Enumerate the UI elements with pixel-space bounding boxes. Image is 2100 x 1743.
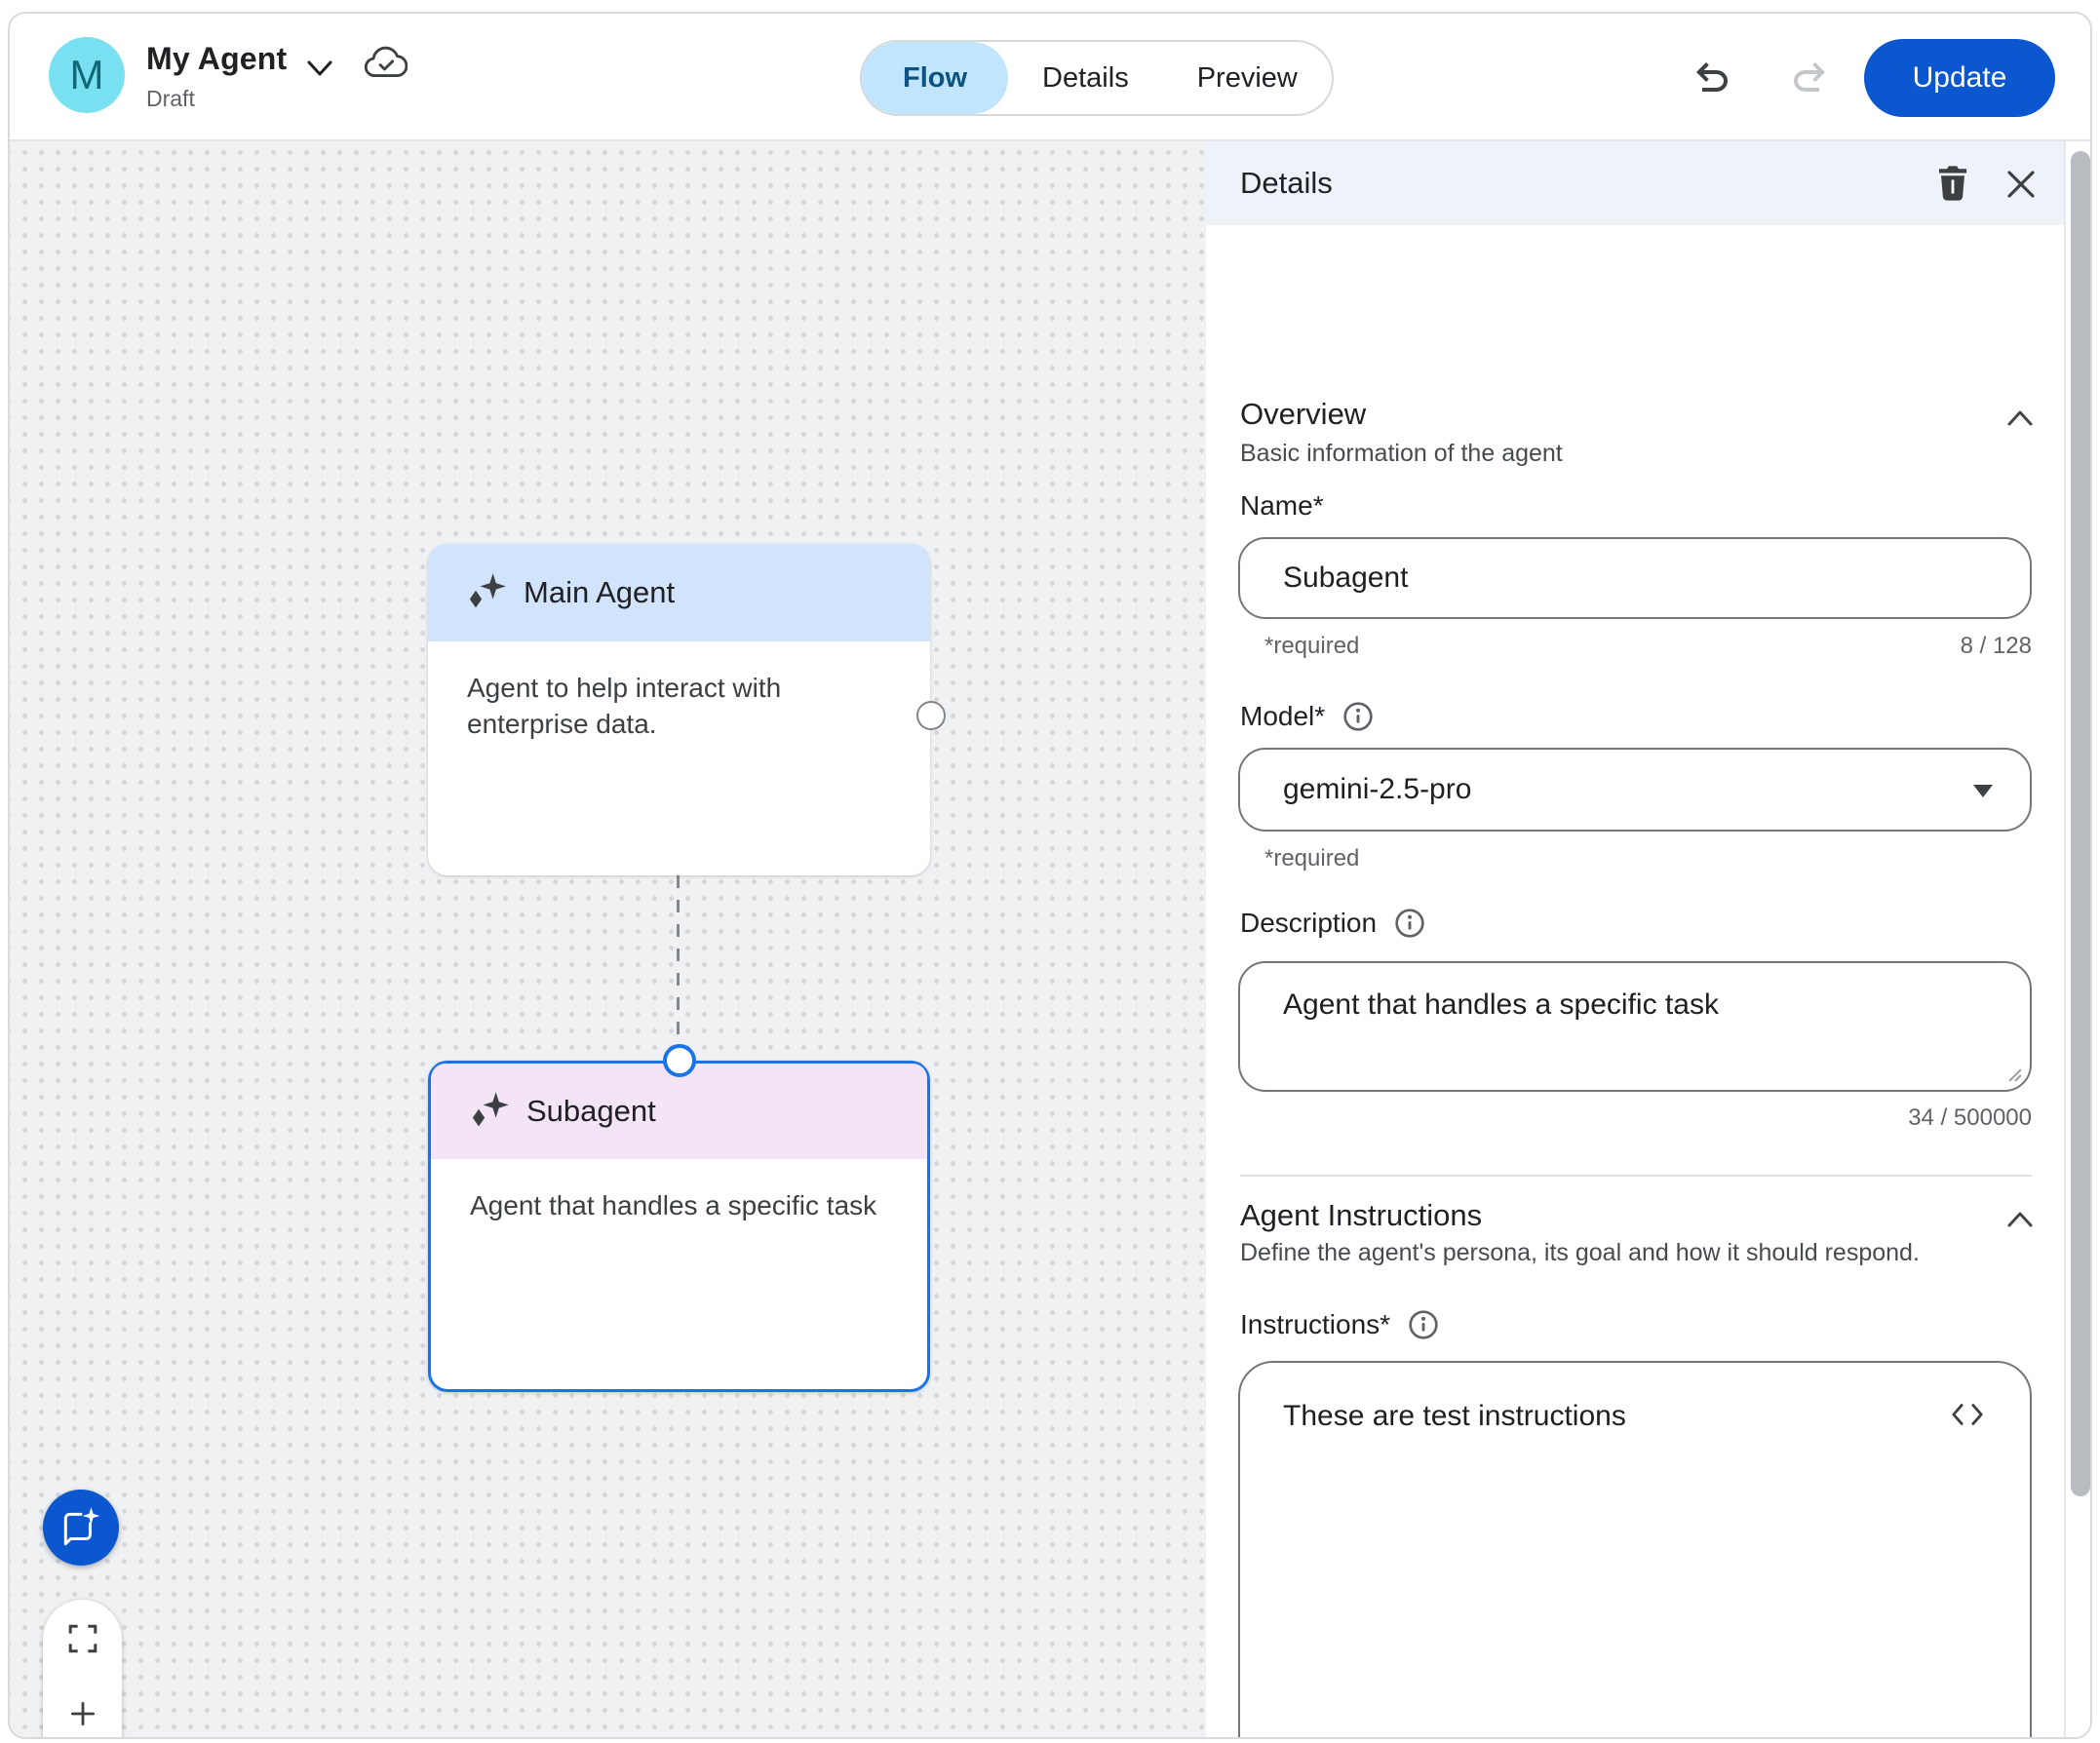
name-counter: 8 / 128 bbox=[1960, 633, 2032, 659]
description-counter: 34 / 500000 bbox=[1908, 1104, 2032, 1131]
overview-heading: Overview bbox=[1240, 397, 1367, 431]
node-description-text: Agent that handles a specific task bbox=[470, 1190, 877, 1220]
section-divider bbox=[1240, 1175, 2032, 1177]
instructions-value: These are test instructions bbox=[1283, 1400, 1626, 1432]
input-port[interactable] bbox=[663, 1044, 696, 1077]
model-helper-row: *required bbox=[1264, 845, 2032, 872]
node-main-agent-header: Main Agent bbox=[428, 544, 930, 641]
node-description-text: Agent to help interact with enterprise d… bbox=[467, 673, 782, 739]
panel-scrollbar[interactable] bbox=[2064, 141, 2090, 1737]
node-description: Agent to help interact with enterprise d… bbox=[428, 641, 930, 743]
description-value: Agent that handles a specific task bbox=[1283, 988, 1719, 1021]
avatar-letter: M bbox=[69, 52, 104, 97]
instructions-label-text: Instructions* bbox=[1240, 1309, 1391, 1339]
canvas-zoom-controls bbox=[43, 1600, 122, 1737]
scrollbar-thumb[interactable] bbox=[2071, 151, 2090, 1496]
name-required-note: *required bbox=[1264, 633, 1360, 659]
info-icon[interactable] bbox=[1394, 908, 1425, 939]
name-label: Name* bbox=[1240, 490, 1324, 522]
dropdown-caret-icon bbox=[1973, 785, 1993, 797]
chat-sparkle-icon bbox=[59, 1506, 102, 1549]
tab-details-label: Details bbox=[1042, 61, 1129, 94]
panel-title: Details bbox=[1240, 166, 1333, 200]
model-required-note: *required bbox=[1264, 845, 1360, 872]
node-title: Subagent bbox=[526, 1094, 656, 1128]
description-label-text: Description bbox=[1240, 908, 1378, 938]
agent-builder-app: M My Agent Draft Flow Details Preview bbox=[8, 12, 2092, 1739]
sparkle-icon bbox=[468, 1090, 511, 1133]
fit-screen-button[interactable] bbox=[67, 1623, 98, 1654]
model-label: Model* bbox=[1240, 701, 1374, 732]
info-icon[interactable] bbox=[1408, 1309, 1439, 1340]
agent-title-block: My Agent Draft bbox=[146, 41, 287, 112]
resize-handle-icon[interactable] bbox=[2008, 1068, 2022, 1082]
update-button[interactable]: Update bbox=[1864, 39, 2055, 117]
tab-details[interactable]: Details bbox=[1008, 42, 1163, 114]
close-icon[interactable] bbox=[2003, 167, 2039, 202]
tab-preview[interactable]: Preview bbox=[1163, 42, 1332, 114]
name-helper-row: *required 8 / 128 bbox=[1264, 633, 2032, 660]
node-main-agent[interactable]: Main Agent Agent to help interact with e… bbox=[428, 544, 946, 875]
instructions-label: Instructions* bbox=[1240, 1309, 1439, 1340]
node-description: Agent that handles a specific task bbox=[431, 1159, 927, 1224]
agent-connection-edge bbox=[677, 875, 680, 1045]
chevron-down-icon[interactable] bbox=[305, 58, 334, 80]
description-helper-row: 34 / 500000 bbox=[1264, 1104, 2032, 1132]
zoom-in-button[interactable] bbox=[67, 1698, 98, 1729]
agent-instructions-heading: Agent Instructions bbox=[1240, 1198, 1483, 1232]
delete-agent-icon[interactable] bbox=[1932, 163, 1973, 204]
model-value: gemini-2.5-pro bbox=[1283, 773, 1472, 805]
status-badge: Draft bbox=[146, 86, 195, 111]
description-textarea[interactable]: Agent that handles a specific task bbox=[1238, 961, 2032, 1092]
sparkle-icon bbox=[465, 571, 508, 614]
description-label: Description bbox=[1240, 908, 1425, 939]
view-switcher: Flow Details Preview bbox=[860, 40, 1334, 116]
name-input[interactable]: Subagent bbox=[1238, 537, 2032, 619]
name-label-text: Name* bbox=[1240, 490, 1324, 521]
top-bar: M My Agent Draft Flow Details Preview bbox=[10, 14, 2090, 141]
node-title: Main Agent bbox=[524, 575, 676, 609]
collapse-instructions-icon[interactable] bbox=[2005, 1210, 2035, 1229]
name-value: Subagent bbox=[1283, 562, 1409, 594]
info-icon[interactable] bbox=[1342, 701, 1374, 732]
details-panel-header: Details bbox=[1206, 141, 2064, 225]
output-port[interactable] bbox=[916, 701, 946, 730]
cloud-saved-icon bbox=[363, 45, 408, 82]
agent-instructions-subheading: Define the agent's persona, its goal and… bbox=[1240, 1239, 1920, 1266]
code-view-icon[interactable] bbox=[1950, 1402, 1985, 1427]
model-select[interactable]: gemini-2.5-pro bbox=[1238, 748, 2032, 832]
redo-icon[interactable] bbox=[1786, 55, 1833, 101]
node-subagent[interactable]: Subagent Agent that handles a specific t… bbox=[428, 1044, 930, 1392]
model-label-text: Model* bbox=[1240, 701, 1326, 731]
undo-icon[interactable] bbox=[1689, 55, 1735, 101]
page-title: My Agent bbox=[146, 41, 288, 76]
instructions-textarea[interactable]: These are test instructions bbox=[1238, 1361, 2032, 1737]
chat-assistant-button[interactable] bbox=[43, 1490, 119, 1566]
avatar: M bbox=[49, 37, 125, 113]
overview-subheading: Basic information of the agent bbox=[1240, 440, 1563, 467]
update-button-label: Update bbox=[1912, 61, 2007, 94]
details-panel: Details Overview Basic information of th… bbox=[1206, 141, 2090, 1737]
tab-preview-label: Preview bbox=[1196, 61, 1298, 94]
collapse-overview-icon[interactable] bbox=[2005, 408, 2035, 428]
tab-flow[interactable]: Flow bbox=[862, 42, 1009, 114]
flow-canvas[interactable]: Main Agent Agent to help interact with e… bbox=[10, 141, 1206, 1737]
node-subagent-header: Subagent bbox=[431, 1064, 927, 1159]
tab-flow-label: Flow bbox=[903, 61, 968, 94]
